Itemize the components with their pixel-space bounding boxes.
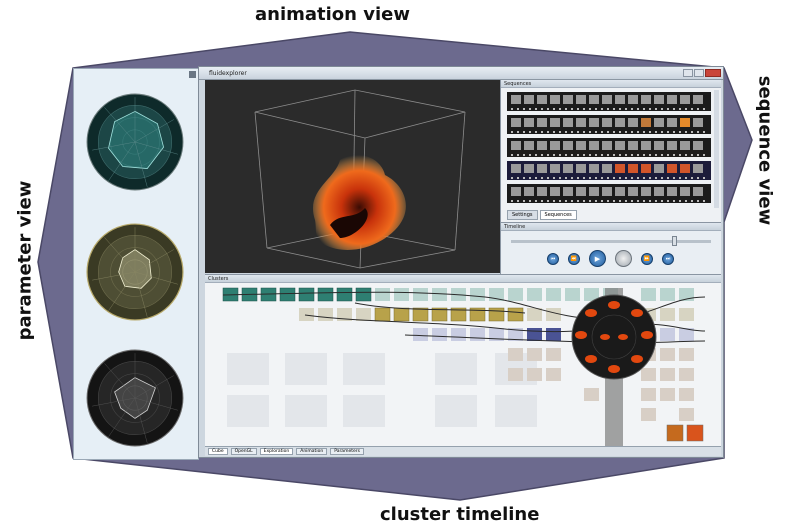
minimize-button[interactable] [683,69,693,77]
sequence-row[interactable] [507,138,711,157]
sequence-scrollbar[interactable] [714,90,719,208]
radar-chart-3[interactable] [84,347,186,449]
tab-opengl[interactable]: OpenGL [230,448,257,455]
tab-sequences[interactable]: Sequences [539,210,577,220]
tab-exploration[interactable]: Exploration [259,448,294,455]
sequence-view[interactable]: Sequences Settings Sequences [500,80,721,222]
fluid-simulation [312,155,406,250]
rewind-icon[interactable]: ⏪ [568,252,580,265]
skip-forward-icon[interactable]: ⏭ [662,252,674,265]
magnifier-lens[interactable] [571,294,657,380]
maximize-button[interactable] [694,69,704,77]
animation-view-label: animation view [255,4,410,25]
skip-back-icon[interactable]: ⏮ [547,252,559,265]
clusters-header: Clusters [205,275,721,283]
stop-icon[interactable] [615,250,632,267]
sequence-view-label: sequence view [754,75,776,226]
window-titlebar: fluidexplorer [199,67,723,80]
sequence-header: Sequences [501,80,721,88]
fast-forward-icon[interactable]: ⏩ [641,252,653,265]
sequence-row[interactable] [507,115,711,134]
close-button[interactable] [705,69,721,77]
cluster-grid[interactable] [205,275,721,446]
radar-chart-1[interactable] [84,91,186,193]
timeline-header: Timeline [501,223,721,231]
cluster-timeline[interactable]: Clusters [205,274,721,446]
tab-animation[interactable]: Animation [296,448,328,455]
thumbnail [666,424,684,442]
radar-chart-2[interactable] [84,221,186,323]
parameter-view-label: parameter view [14,180,36,341]
close-icon[interactable] [189,71,196,78]
sequence-row[interactable] [507,184,711,203]
sequence-row[interactable] [507,92,711,111]
play-icon[interactable]: ▶ [589,250,606,267]
timeline-slider-track[interactable] [511,240,711,243]
parameter-view-panel [73,68,199,460]
cluster-tabbar: Cube OpenGL Exploration Animation Parame… [205,446,721,456]
tab-cube[interactable]: Cube [208,448,228,455]
animation-view[interactable] [205,80,500,273]
timeline-panel: Timeline ⏮ ⏪ ▶ ⏩ ⏭ [500,222,721,274]
window-title: fluidexplorer [209,70,247,77]
tab-parameters[interactable]: Parameters [330,448,364,455]
cluster-timeline-label: cluster timeline [380,504,540,525]
thumbnail [686,424,704,442]
tab-settings[interactable]: Settings [507,210,538,220]
timeline-slider-knob[interactable] [672,236,677,246]
sequence-row-selected[interactable] [507,161,711,180]
